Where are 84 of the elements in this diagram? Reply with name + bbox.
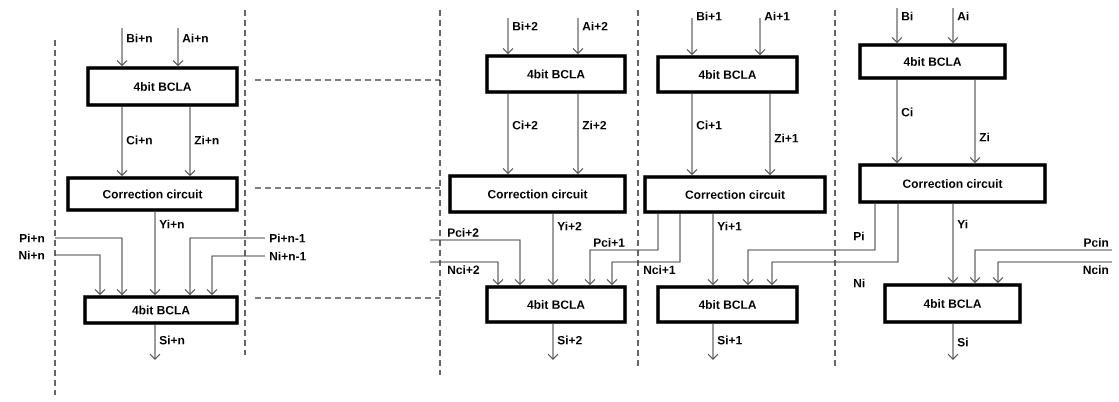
arrow [686, 17, 698, 56]
arrow [54, 237, 128, 296]
edge-label: Si+2 [557, 335, 582, 345]
correction-box: Correction circuit [643, 175, 827, 214]
adder-box: 4bit BCLA [83, 295, 239, 325]
edge-label: Bi [902, 11, 913, 21]
edge-label: Ci+1 [696, 120, 722, 130]
edge-label: Yi [957, 219, 968, 229]
correction-box: Correction circuit [448, 174, 627, 214]
adder-box: 4bit BCLA [858, 43, 1007, 80]
arrow [206, 255, 266, 296]
arrow [947, 203, 959, 284]
edge-label: Yi+2 [557, 221, 582, 231]
edge-label: Si+n [159, 335, 185, 345]
edge-label: Pi [854, 231, 864, 241]
arrow [184, 237, 266, 296]
edge-label: Zi [979, 132, 989, 142]
adder-box: 4bit BCLA [656, 285, 799, 324]
adder-box: 4bit BCLA [656, 55, 799, 94]
edge-label: Zi+n [194, 135, 219, 145]
edge-label: Bi+2 [513, 21, 538, 31]
edge-label: Pci+2 [448, 228, 479, 237]
arrow [707, 213, 719, 286]
arrow [502, 17, 514, 55]
edge-label: Ncin [1083, 265, 1109, 274]
arrow [754, 17, 766, 56]
arrow [766, 203, 899, 286]
adder-box: 4bit BCLA [883, 283, 1022, 324]
arrow [969, 249, 1113, 284]
arrow [686, 93, 698, 176]
edge-label: Zi+1 [774, 133, 799, 143]
edge-label: Pi+n [19, 233, 45, 243]
arrow [429, 261, 504, 286]
arrow [707, 323, 719, 360]
arrow [891, 7, 903, 44]
arrow [606, 213, 681, 286]
arrow [584, 213, 659, 286]
edge-label: Ci+2 [512, 120, 538, 130]
arrow [54, 254, 106, 296]
edge-label: Si [957, 337, 968, 347]
arrow [116, 106, 128, 177]
arrow [429, 239, 526, 286]
edge-label: Ai+1 [764, 11, 790, 21]
arrow [969, 79, 981, 164]
adder-box: 4bit BCLA [485, 285, 627, 324]
arrow [547, 213, 559, 286]
edge-label: Pcin [1084, 238, 1109, 247]
edge-label: Ai [957, 11, 969, 21]
edge-label: Bi+1 [697, 11, 722, 21]
correction-box: Correction circuit [858, 163, 1047, 204]
arrow [891, 79, 903, 164]
arrow [947, 7, 959, 44]
edge-label: Ai+2 [582, 21, 608, 31]
arrow [742, 203, 876, 286]
edge-label: Yi+n [159, 219, 184, 229]
arrow [572, 93, 584, 175]
arrow [502, 93, 514, 175]
arrow [172, 27, 184, 67]
edge-label: Ci [901, 107, 913, 117]
correction-box: Correction circuit [66, 176, 239, 212]
edge-label: Pci+1 [594, 238, 625, 247]
edge-label: Si+1 [717, 335, 742, 345]
edge-label: Nci+1 [644, 265, 676, 274]
arrow [116, 27, 128, 67]
edge-label: Yi+1 [717, 221, 742, 231]
edge-label: Ai+n [182, 33, 208, 43]
adder-box: 4bit BCLA [485, 54, 627, 94]
arrow [992, 261, 1113, 284]
arrow [764, 93, 776, 176]
edge-label: Zi+2 [582, 120, 607, 130]
edge-label: Ci+n [126, 135, 152, 145]
edge-label: Ni+n-1 [270, 251, 306, 261]
arrow [149, 324, 161, 360]
arrow [572, 17, 584, 55]
edge-label: Ni+n [19, 250, 45, 260]
arrow [947, 323, 959, 360]
adder-box: 4bit BCLA [86, 66, 239, 107]
edge-label: Bi+n [127, 33, 152, 43]
edge-label: Ni [854, 278, 865, 288]
arrow [547, 323, 559, 360]
edge-label: Pi+n-1 [270, 233, 306, 243]
arrow [149, 211, 161, 296]
arrow [184, 106, 196, 177]
edge-label: Nci+2 [448, 265, 480, 274]
